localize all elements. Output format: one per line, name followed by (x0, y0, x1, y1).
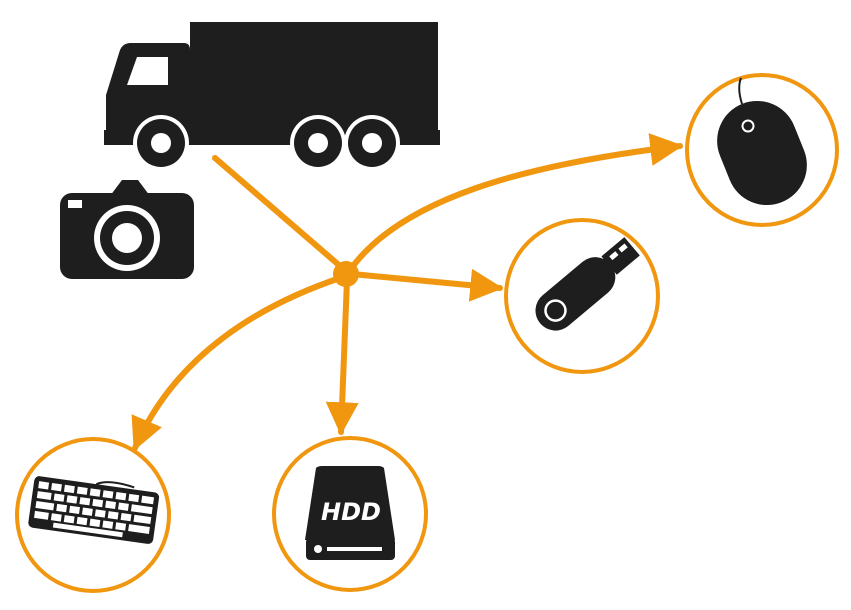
junction-dot (333, 261, 359, 287)
keyboard-node (15, 437, 171, 593)
truck-wheel (290, 115, 346, 171)
mouse-icon (717, 77, 807, 206)
connectors (131, 133, 684, 452)
camera-icon (60, 180, 194, 279)
keyboard-icon (28, 476, 160, 544)
mouse-node (685, 73, 839, 227)
arrow-to-hdd (325, 277, 359, 436)
truck-icon (104, 22, 440, 171)
arrow-to-mouse (347, 133, 684, 273)
source-connector (212, 155, 343, 269)
usb-stick-node (504, 218, 660, 374)
arrow-to-usb-stick (349, 268, 504, 302)
hdd-label: HDD (321, 498, 381, 526)
hdd-icon: HDD (305, 466, 395, 560)
hdd-node: HDD (272, 436, 428, 592)
usb-stick-icon (535, 237, 640, 331)
truck-wheel (344, 115, 400, 171)
arrow-to-keyboard (131, 275, 343, 452)
truck-wheel (133, 115, 189, 171)
